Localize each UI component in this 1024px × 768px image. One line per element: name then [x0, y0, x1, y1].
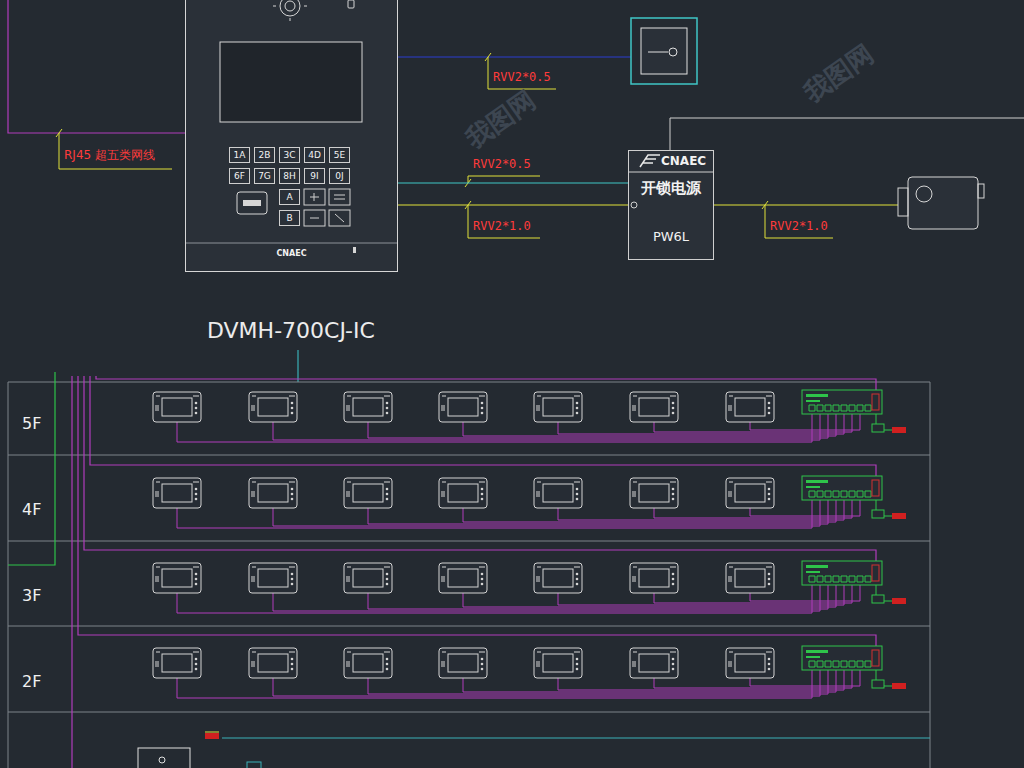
- floor-label: 4F: [22, 500, 41, 519]
- floor-label: 2F: [22, 672, 41, 691]
- brand-text: CNAEC: [276, 249, 306, 259]
- power-supply-fill: [629, 151, 713, 259]
- key-label: 4D: [308, 150, 321, 161]
- floor-row: [153, 390, 906, 442]
- watermark: 我图网: [798, 38, 880, 108]
- cable-spec: RVV2*1.0: [770, 219, 828, 233]
- brand-text: CNAEC: [661, 154, 706, 168]
- camera-ring: [280, 0, 300, 16]
- label-leader: [468, 176, 540, 183]
- ground-cable: [8, 372, 55, 565]
- lock-bolt: [898, 188, 908, 216]
- cable-connector: [398, 182, 628, 183]
- riser-cable: [297, 350, 298, 382]
- electric-lock: [908, 177, 978, 229]
- exit-button-symbol: [648, 52, 668, 53]
- label-leader: [468, 205, 540, 238]
- terminal: [631, 202, 637, 208]
- keypad-key: 9I: [304, 168, 325, 184]
- panel-sensor: [348, 0, 354, 8]
- model-heading: DVMH-700CJ-IC: [207, 318, 375, 344]
- floor-label: 3F: [22, 586, 41, 605]
- door-station-panel: 1A2B3C4D5E6F7G8H9I0JABCNAECDVMH-700CJ-IC: [185, 0, 398, 272]
- keypad-key: A: [279, 189, 300, 205]
- panel-trim: [186, 243, 397, 244]
- watermark: 我图网: [460, 84, 542, 154]
- keypad-key: 5E: [329, 147, 350, 163]
- power-supply-divider: [629, 172, 713, 173]
- floor-row: [153, 646, 906, 698]
- card-reader: [237, 192, 267, 214]
- floor-feeder: [71, 376, 72, 768]
- card-reader-slot: [243, 200, 261, 206]
- exit-button-frame: [631, 18, 697, 84]
- cable-connector: [398, 204, 628, 205]
- mains-cable: [670, 118, 1024, 150]
- keypad-key: 0J: [329, 168, 350, 184]
- exit-button-cable: [398, 56, 631, 57]
- key-label: B: [286, 213, 292, 224]
- floor-feeder: [90, 376, 876, 476]
- key-label: 9I: [310, 171, 318, 182]
- camera-leds: [273, 6, 307, 21]
- brand-logo: [640, 155, 660, 167]
- key-label: 1A: [234, 150, 246, 161]
- plug-mark: [205, 732, 219, 733]
- key-label: 5E: [334, 150, 345, 161]
- keypad-key: 3C: [279, 147, 300, 163]
- panel-fill: [186, 0, 397, 271]
- floor-row: [153, 476, 906, 528]
- power-plug: [205, 733, 219, 739]
- keypad-key: B: [279, 210, 300, 226]
- cable-spec: RJ45 超五类网线: [64, 148, 155, 162]
- key-label: A: [286, 192, 292, 203]
- key-label: 8H: [283, 171, 296, 182]
- key-label: 7G: [258, 171, 271, 182]
- key-icons: [310, 193, 345, 222]
- floor-feeder: [96, 376, 876, 390]
- key-label: 3C: [283, 150, 295, 161]
- floor-row: [153, 561, 906, 613]
- keypad-key: 2B: [254, 147, 275, 163]
- lock-cable: [714, 204, 898, 205]
- label-leader: [59, 133, 172, 169]
- bottom-cable: [222, 737, 930, 738]
- key-label: 2B: [259, 150, 271, 161]
- lock-latch: [978, 184, 984, 198]
- panel-indicator: [353, 247, 356, 253]
- keypad-key: 8H: [279, 168, 300, 184]
- network-cable: [8, 0, 185, 133]
- key-label: 6F: [234, 171, 245, 182]
- lock-cylinder: [916, 186, 932, 202]
- unit-device-speaker: [159, 757, 165, 763]
- cable-spec: RVV2*0.5: [473, 157, 531, 171]
- keypad-key: [329, 189, 350, 205]
- cable-spec: RVV2*1.0: [473, 219, 531, 233]
- keypad-key: 6F: [229, 168, 250, 184]
- keypad-key: 7G: [254, 168, 275, 184]
- floor-grid: [8, 382, 930, 768]
- keypad-key: 4D: [304, 147, 325, 163]
- cable-spec: RVV2*0.5: [493, 70, 551, 84]
- floor-label: 5F: [22, 414, 41, 433]
- bottom-device: [247, 762, 261, 768]
- key-label: 0J: [335, 171, 343, 182]
- exit-button-symbol: [669, 48, 677, 56]
- keypad-key: 1A: [229, 147, 250, 163]
- device-name: 开锁电源: [641, 179, 701, 197]
- label-leader: [765, 205, 833, 238]
- unit-device: [138, 748, 190, 768]
- panel-screen: [220, 42, 362, 122]
- model-number: PW6L: [653, 229, 689, 245]
- label-leader: [488, 57, 556, 89]
- camera-lens: [285, 1, 295, 11]
- unlock-power-supply: CNAEC 开锁电源 PW6L: [628, 150, 714, 260]
- exit-button: [641, 28, 687, 74]
